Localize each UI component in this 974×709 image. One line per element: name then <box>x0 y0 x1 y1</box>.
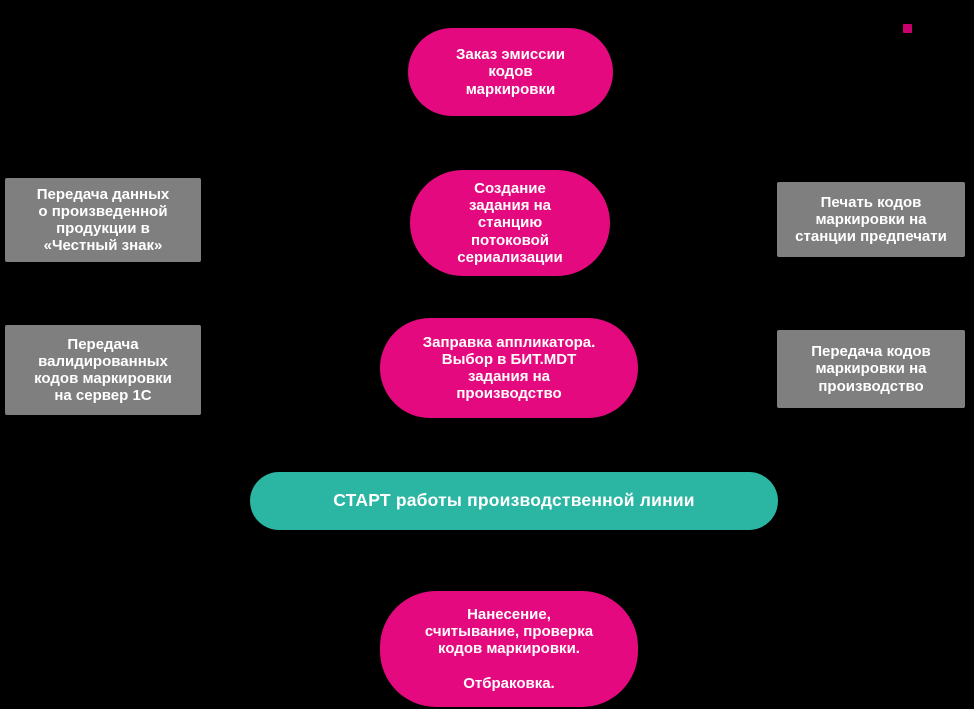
apply-read-check-node: Нанесение, считывание, проверка кодов ма… <box>380 591 638 707</box>
start-production-line-node: СТАРТ работы производственной линии <box>250 472 778 530</box>
emission-order-node: Заказ эмиссии кодов маркировки <box>408 28 613 116</box>
serialization-task-node: Создание задания на станцию потоковой се… <box>410 170 610 276</box>
validated-codes-transfer-node: Передача валидированных кодов маркировки… <box>5 325 201 415</box>
applicator-load-node: Заправка аппликатора. Выбор в БИТ.MDT за… <box>380 318 638 418</box>
codes-to-production-node: Передача кодов маркировки на производств… <box>777 330 965 408</box>
preprint-station-print-node: Печать кодов маркировки на станции предп… <box>777 182 965 257</box>
accent-dot-icon <box>903 24 912 33</box>
chestny-znak-transfer-node: Передача данных о произведенной продукци… <box>5 178 201 262</box>
